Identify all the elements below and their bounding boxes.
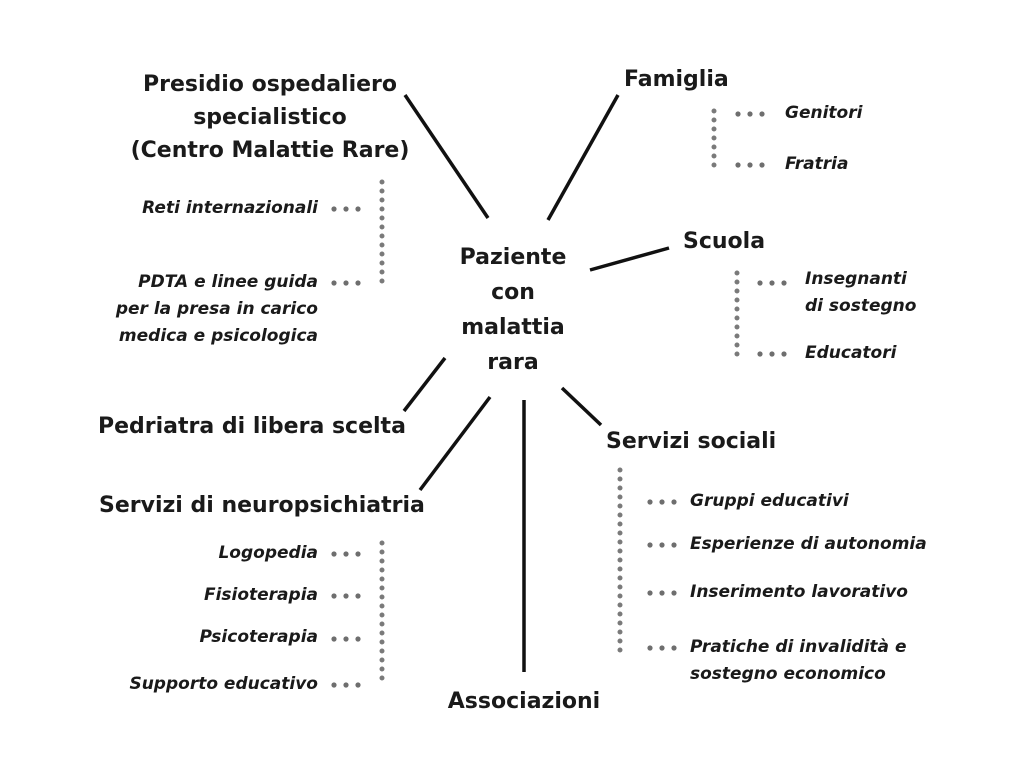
node-neuro-title: Servizi di neuropsichiatria xyxy=(99,489,439,522)
dots-fisioterapia xyxy=(331,593,361,599)
dots-insegnanti xyxy=(757,280,787,286)
item-gruppi-line: Gruppi educativi xyxy=(690,491,849,511)
connector-scuola xyxy=(589,246,670,272)
center-node: Paziente con malattia rara xyxy=(443,240,583,380)
item-educatori: Educatori xyxy=(805,340,965,367)
item-genitori-line: Genitori xyxy=(785,103,863,123)
dots-pdta xyxy=(331,280,361,286)
item-insegnanti: Insegnanti di sostegno xyxy=(805,266,985,320)
node-presidio-line: (Centro Malattie Rare) xyxy=(130,138,410,163)
item-supporto-line: Supporto educativo xyxy=(129,674,318,694)
item-pdta-line: medica e psicologica xyxy=(118,326,318,346)
node-sociali-line: Servizi sociali xyxy=(606,429,777,454)
connector-presidio xyxy=(403,94,490,219)
item-fisioterapia-line: Fisioterapia xyxy=(203,585,318,605)
dots-logopedia xyxy=(331,551,361,557)
connector-famiglia xyxy=(546,94,620,221)
item-insegnanti-line: Insegnanti xyxy=(805,269,907,289)
dots-gruppi xyxy=(647,499,677,505)
center-line: con xyxy=(491,280,535,305)
item-reti: Reti internazionali xyxy=(90,195,318,222)
node-presidio-title: Presidio ospedaliero specialistico (Cent… xyxy=(110,68,430,167)
item-pratiche: Pratiche di invalidità e sostegno econom… xyxy=(690,634,980,688)
node-famiglia-line: Famiglia xyxy=(624,67,729,92)
dots-fratria xyxy=(735,162,765,168)
item-fisioterapia: Fisioterapia xyxy=(120,582,318,609)
connector-pediatra xyxy=(402,356,447,413)
item-pratiche-line: Pratiche di invalidità e xyxy=(690,637,907,657)
item-supporto: Supporto educativo xyxy=(100,671,318,698)
node-pediatra-title: Pedriatra di libera scelta xyxy=(98,410,418,443)
node-scuola-line: Scuola xyxy=(683,229,766,254)
node-pediatra-line: Pedriatra di libera scelta xyxy=(98,414,406,439)
item-pdta-line: PDTA e linee guida xyxy=(138,272,318,292)
dots-supporto xyxy=(331,682,361,688)
connector-neuro xyxy=(418,395,492,492)
item-inserimento: Inserimento lavorativo xyxy=(690,579,980,606)
node-famiglia-title: Famiglia xyxy=(624,63,784,96)
item-fratria: Fratria xyxy=(785,151,925,178)
dots-educatori xyxy=(757,351,787,357)
dots-psicoterapia xyxy=(331,636,361,642)
connector-sociali xyxy=(560,386,603,427)
item-inserimento-line: Inserimento lavorativo xyxy=(690,582,908,602)
item-gruppi: Gruppi educativi xyxy=(690,488,930,515)
node-presidio-line: Presidio ospedaliero xyxy=(142,72,398,97)
item-logopedia: Logopedia xyxy=(120,540,318,567)
dots-esperienze xyxy=(647,542,677,548)
item-pdta: PDTA e linee guida per la presa in caric… xyxy=(70,269,318,350)
center-line: malattia xyxy=(461,315,565,340)
item-logopedia-line: Logopedia xyxy=(218,543,318,563)
node-sociali-title: Servizi sociali xyxy=(606,425,826,458)
item-fratria-line: Fratria xyxy=(785,154,849,174)
dots-inserimento xyxy=(647,590,677,596)
item-pdta-line: per la presa in carico xyxy=(115,299,318,319)
item-esperienze-line: Esperienze di autonomia xyxy=(690,534,927,554)
dots-reti xyxy=(331,206,361,212)
node-associazioni-title: Associazioni xyxy=(434,685,614,718)
node-associazioni-line: Associazioni xyxy=(447,689,601,714)
item-psicoterapia: Psicoterapia xyxy=(120,624,318,651)
item-esperienze: Esperienze di autonomia xyxy=(690,531,980,558)
dots-genitori xyxy=(735,111,765,117)
dots-pratiche xyxy=(647,645,677,651)
center-line: Paziente xyxy=(459,245,567,270)
center-line: rara xyxy=(487,350,539,375)
node-scuola-title: Scuola xyxy=(683,225,823,258)
item-pratiche-line: sostegno economico xyxy=(690,664,886,684)
node-presidio-line: specialistico xyxy=(193,105,347,130)
item-educatori-line: Educatori xyxy=(805,343,897,363)
item-psicoterapia-line: Psicoterapia xyxy=(199,627,318,647)
item-genitori: Genitori xyxy=(785,100,925,127)
item-reti-line: Reti internazionali xyxy=(142,198,318,218)
item-insegnanti-line: di sostegno xyxy=(805,296,917,316)
node-neuro-line: Servizi di neuropsichiatria xyxy=(99,493,425,518)
